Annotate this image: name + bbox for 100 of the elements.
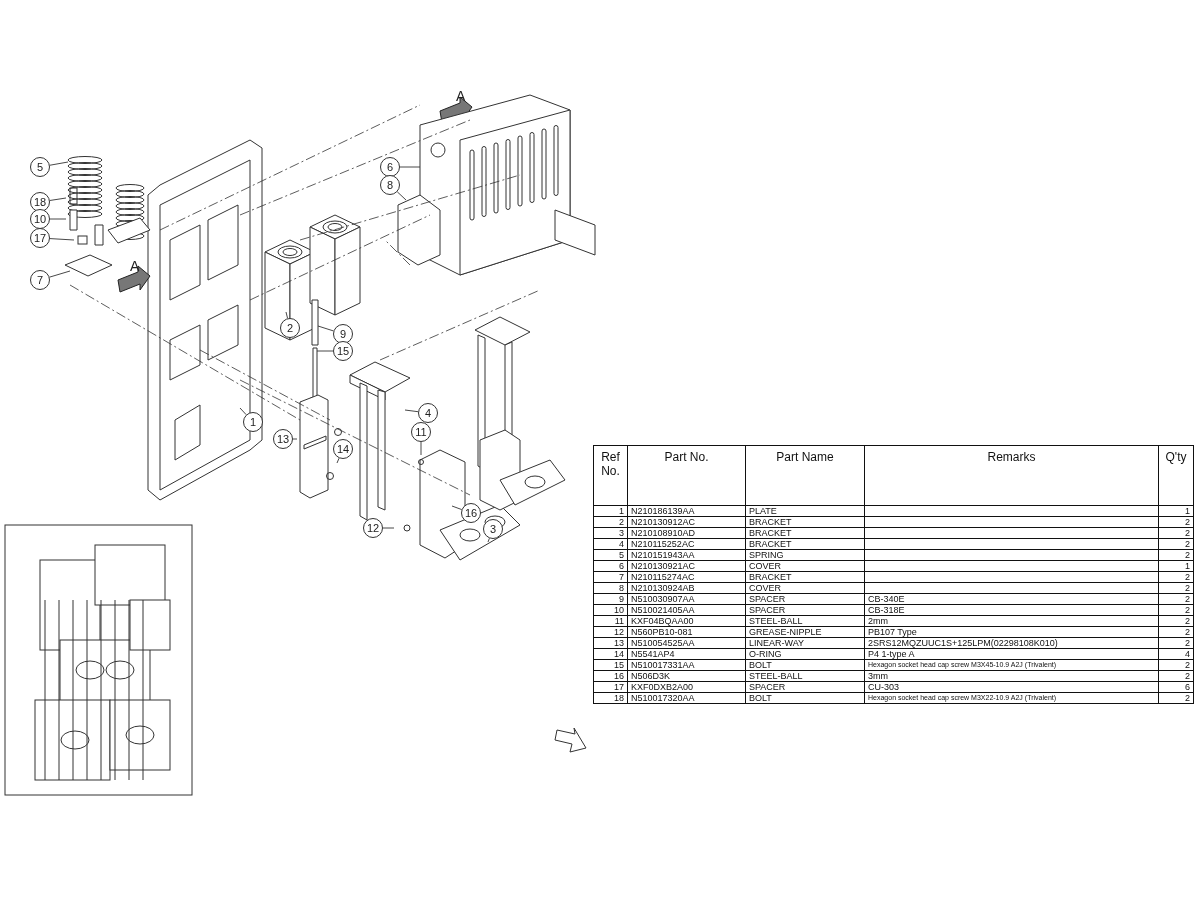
table-cell: N210108910AD: [627, 527, 746, 539]
table-cell: LINEAR-WAY: [745, 637, 865, 649]
table-cell: N510054525AA: [627, 637, 746, 649]
table-cell: 1: [1158, 560, 1194, 572]
table-cell: STEEL-BALL: [745, 670, 865, 682]
table-cell: BRACKET: [745, 538, 865, 550]
callout-number: 12: [363, 518, 383, 538]
table-cell: N510017331AA: [627, 659, 746, 671]
table-cell: 15: [593, 659, 628, 671]
table-cell: 2: [1158, 692, 1194, 704]
table-cell: 12: [593, 626, 628, 638]
column-header: Part Name: [745, 445, 865, 506]
table-cell: SPACER: [745, 593, 865, 605]
callout-number: 17: [30, 228, 50, 248]
table-cell: CB-340E: [864, 593, 1159, 605]
leader-line: [404, 409, 419, 413]
table-cell: N210115274AC: [627, 571, 746, 583]
table-cell: 2: [1158, 670, 1194, 682]
table-cell: N210130912AC: [627, 516, 746, 528]
leader-line: [336, 457, 340, 464]
leader-line: [49, 270, 71, 278]
table-cell: 9: [593, 593, 628, 605]
table-cell: P4 1-type A: [864, 648, 1159, 660]
table-cell: 2: [1158, 615, 1194, 627]
table-cell: SPRING: [745, 549, 865, 561]
leader-line: [487, 537, 490, 543]
table-cell: N210186139AA: [627, 505, 746, 517]
leader-line: [285, 311, 289, 319]
table-cell: 11: [593, 615, 628, 627]
table-cell: 16: [593, 670, 628, 682]
table-cell: COVER: [745, 582, 865, 594]
table-cell: GREASE-NIPPLE: [745, 626, 865, 638]
table-cell: 2: [1158, 571, 1194, 583]
leader-line: [49, 197, 67, 201]
table-cell: N560PB10-081: [627, 626, 746, 638]
column-header: Ref No.: [593, 445, 628, 506]
callout-number: 10: [30, 209, 50, 229]
table-cell: KXF04BQAA00: [627, 615, 746, 627]
table-cell: SPACER: [745, 604, 865, 616]
leader-line: [317, 325, 334, 332]
table-cell: 2: [1158, 626, 1194, 638]
callout-number: 6: [380, 157, 400, 177]
table-cell: N210130921AC: [627, 560, 746, 572]
column-header: Part No.: [627, 445, 746, 506]
table-cell: 13: [593, 637, 628, 649]
leader-line: [316, 350, 334, 352]
table-cell: N510017320AA: [627, 692, 746, 704]
table-cell: 4: [593, 538, 628, 550]
table-cell: 2: [1158, 527, 1194, 539]
table-cell: PLATE: [745, 505, 865, 517]
table-cell: CU-303: [864, 681, 1159, 693]
table-cell: N510030907AA: [627, 593, 746, 605]
callout-number: 18: [30, 192, 50, 212]
callout-number: 15: [333, 341, 353, 361]
table-cell: BOLT: [745, 692, 865, 704]
leader-line: [420, 441, 422, 456]
table-cell: 1: [1158, 505, 1194, 517]
table-cell: N210115252AC: [627, 538, 746, 550]
table-cell: 2: [1158, 659, 1194, 671]
table-cell: KXF0DXB2A00: [627, 681, 746, 693]
callout-number: 11: [411, 422, 431, 442]
table-cell: 17: [593, 681, 628, 693]
table-cell: 14: [593, 648, 628, 660]
table-cell: BOLT: [745, 659, 865, 671]
column-header: Q'ty: [1158, 445, 1194, 506]
view-label: A: [130, 258, 140, 274]
table-cell: 2SRS12MQZUUC1S+125LPM(02298108K010): [864, 637, 1159, 649]
table-cell: BRACKET: [745, 527, 865, 539]
table-cell: N5541AP4: [627, 648, 746, 660]
table-cell: 10: [593, 604, 628, 616]
table-cell: 2: [1158, 604, 1194, 616]
table-cell: 3mm: [864, 670, 1159, 682]
callout-number: 9: [333, 324, 353, 344]
leader-line: [239, 407, 247, 416]
table-cell: BRACKET: [745, 571, 865, 583]
callout-number: 14: [333, 439, 353, 459]
table-cell: 6: [593, 560, 628, 572]
callout-number: 4: [418, 403, 438, 423]
table-cell: STEEL-BALL: [745, 615, 865, 627]
table-cell: 8: [593, 582, 628, 594]
leader-line: [49, 238, 75, 241]
table-cell: 2: [593, 516, 628, 528]
table-cell: BRACKET: [745, 516, 865, 528]
leader-line: [382, 527, 395, 529]
leader-line: [451, 505, 463, 510]
leader-line: [49, 218, 67, 220]
leader-line: [292, 438, 298, 440]
table-cell: 2: [1158, 538, 1194, 550]
callout-number: 13: [273, 429, 293, 449]
table-cell: 1: [593, 505, 628, 517]
table-cell: 5: [593, 549, 628, 561]
table-cell: 2mm: [864, 615, 1159, 627]
view-label: A: [456, 88, 466, 104]
leader-line: [49, 161, 69, 166]
table-cell: O-RING: [745, 648, 865, 660]
column-header: Remarks: [864, 445, 1159, 506]
callout-number: 5: [30, 157, 50, 177]
table-cell: 2: [1158, 582, 1194, 594]
table-cell: N510021405AA: [627, 604, 746, 616]
table-cell: 2: [1158, 593, 1194, 605]
